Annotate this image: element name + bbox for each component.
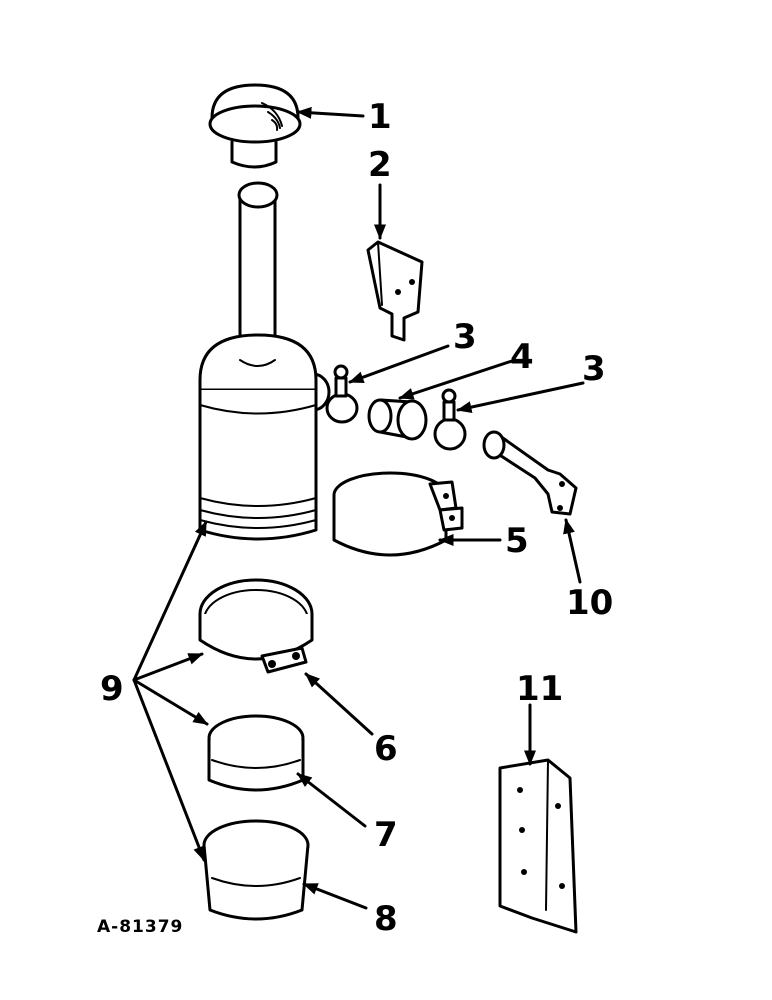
arrow-9d bbox=[132, 678, 206, 862]
callout-10: 10 bbox=[566, 583, 613, 623]
callout-5: 5 bbox=[505, 521, 529, 561]
part-band-clamp bbox=[332, 471, 464, 557]
arrow-10 bbox=[563, 518, 582, 584]
arrow-7 bbox=[296, 772, 367, 828]
callout-3a: 3 bbox=[453, 317, 477, 357]
part-air-cleaner-body bbox=[198, 181, 331, 541]
callout-1: 1 bbox=[368, 97, 392, 137]
arrow-8 bbox=[302, 882, 368, 910]
reference-number: A-81379 bbox=[97, 917, 183, 937]
arrow-3a bbox=[348, 344, 450, 384]
leader-lines bbox=[132, 106, 585, 910]
part-ring bbox=[207, 714, 305, 792]
callout-6: 6 bbox=[374, 729, 398, 769]
callout-4: 4 bbox=[510, 337, 534, 377]
part-cap bbox=[208, 83, 302, 169]
arrow-9b bbox=[132, 652, 204, 682]
callout-3b: 3 bbox=[582, 349, 606, 389]
arrow-3b bbox=[456, 381, 585, 414]
part-elbow-pipe bbox=[482, 430, 578, 516]
arrow-4 bbox=[398, 358, 517, 400]
arrow-6 bbox=[304, 672, 374, 736]
part-hose-clamp-right bbox=[433, 388, 467, 451]
part-hose bbox=[367, 398, 428, 441]
part-bracket bbox=[366, 240, 424, 342]
callout-8: 8 bbox=[374, 899, 398, 939]
part-hose-clamp-left bbox=[325, 364, 359, 424]
arrow-9a bbox=[132, 520, 208, 682]
part-shield bbox=[498, 758, 578, 934]
callout-9: 9 bbox=[100, 669, 124, 709]
arrow-9c bbox=[132, 678, 209, 726]
callout-7: 7 bbox=[374, 815, 398, 855]
part-large-clamp bbox=[198, 578, 314, 674]
arrow-1 bbox=[296, 106, 365, 119]
callout-11: 11 bbox=[516, 669, 563, 709]
part-cup bbox=[202, 819, 310, 921]
callout-2: 2 bbox=[368, 145, 392, 185]
